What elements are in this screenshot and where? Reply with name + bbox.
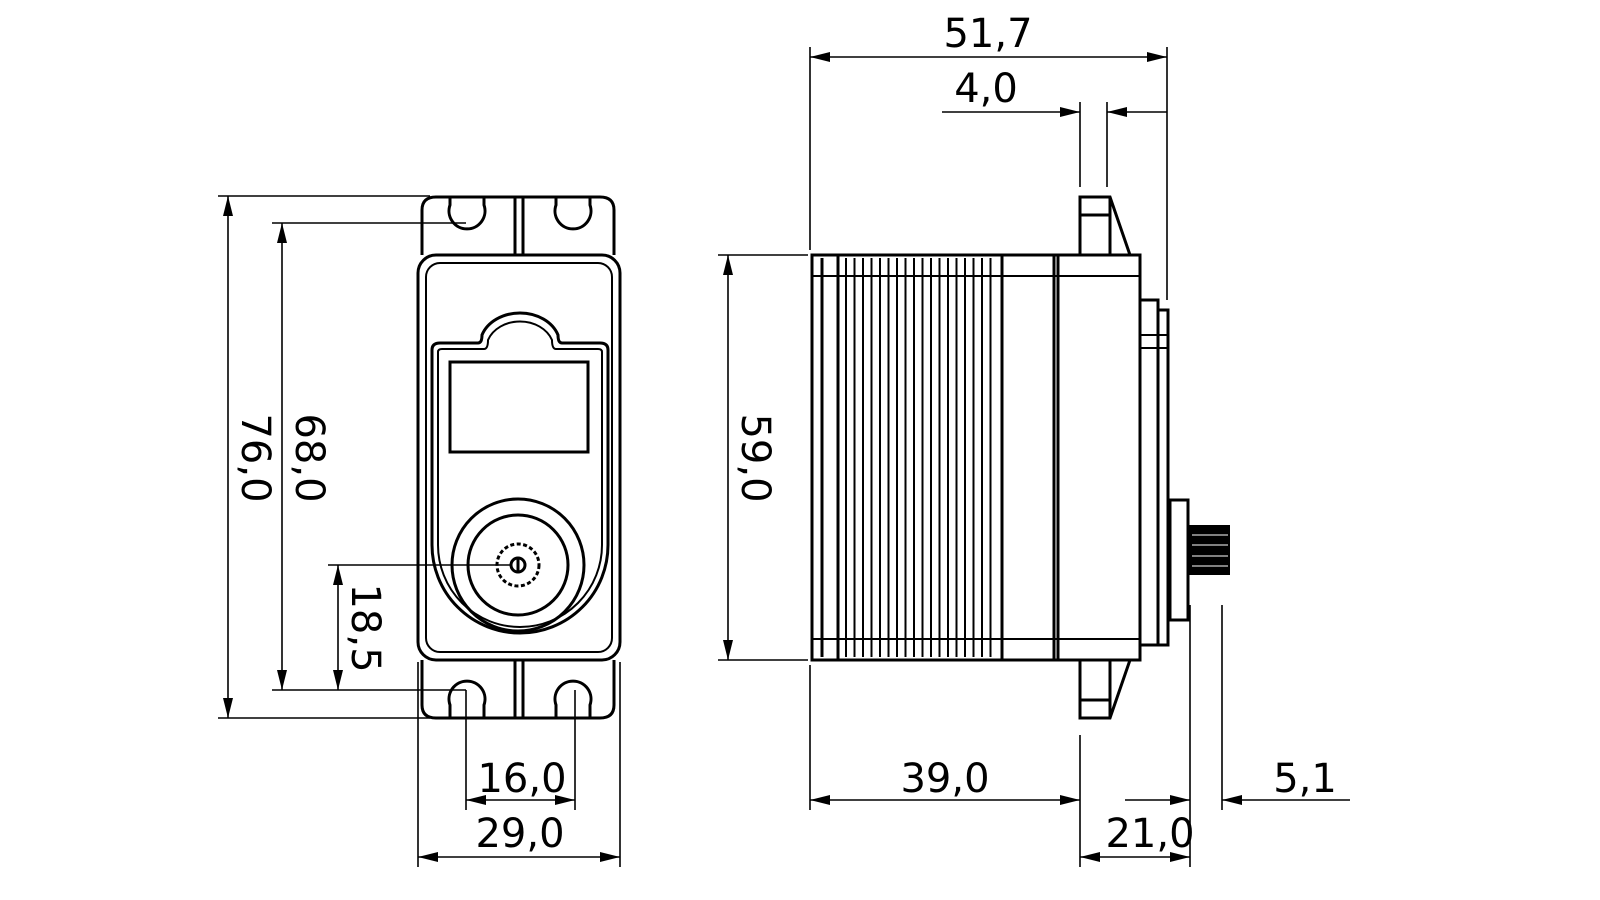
dim-18-5: 18,5: [342, 583, 388, 672]
dim-51-7: 51,7: [943, 11, 1032, 57]
dim-4: 4,0: [954, 66, 1018, 112]
side-view: [810, 195, 1230, 720]
label-window: [448, 360, 590, 454]
cooling-fins: [845, 258, 992, 657]
servo-case: [416, 253, 622, 662]
dim-29: 29,0: [475, 811, 564, 857]
mounting-slot: [447, 197, 487, 231]
top-mounting-ear: [420, 195, 616, 255]
mounting-slot: [553, 197, 593, 231]
bottom-flange: [1078, 659, 1132, 720]
dim-76: 76,0: [232, 413, 278, 502]
dim-21: 21,0: [1105, 811, 1194, 857]
side-case: [810, 253, 1142, 662]
bottom-mounting-ear: [420, 660, 616, 720]
output-spline-side: [1188, 525, 1230, 575]
front-view: [416, 195, 622, 720]
side-dimensions: 51,7 4,0 59,0 39,0 21,0 5,1: [718, 11, 1350, 867]
dim-39: 39,0: [900, 756, 989, 802]
top-flange: [1078, 195, 1132, 256]
mounting-slot: [553, 679, 593, 718]
dim-59: 59,0: [732, 413, 778, 502]
dim-68: 68,0: [286, 413, 332, 502]
dim-16: 16,0: [477, 756, 566, 802]
gear-cover: [430, 311, 610, 635]
dim-5-1: 5,1: [1273, 756, 1337, 802]
mounting-slot: [447, 679, 487, 718]
front-dimensions: 76,0 68,0 18,5 16,0 29,0: [218, 195, 621, 867]
output-hub-side: [1168, 498, 1190, 622]
